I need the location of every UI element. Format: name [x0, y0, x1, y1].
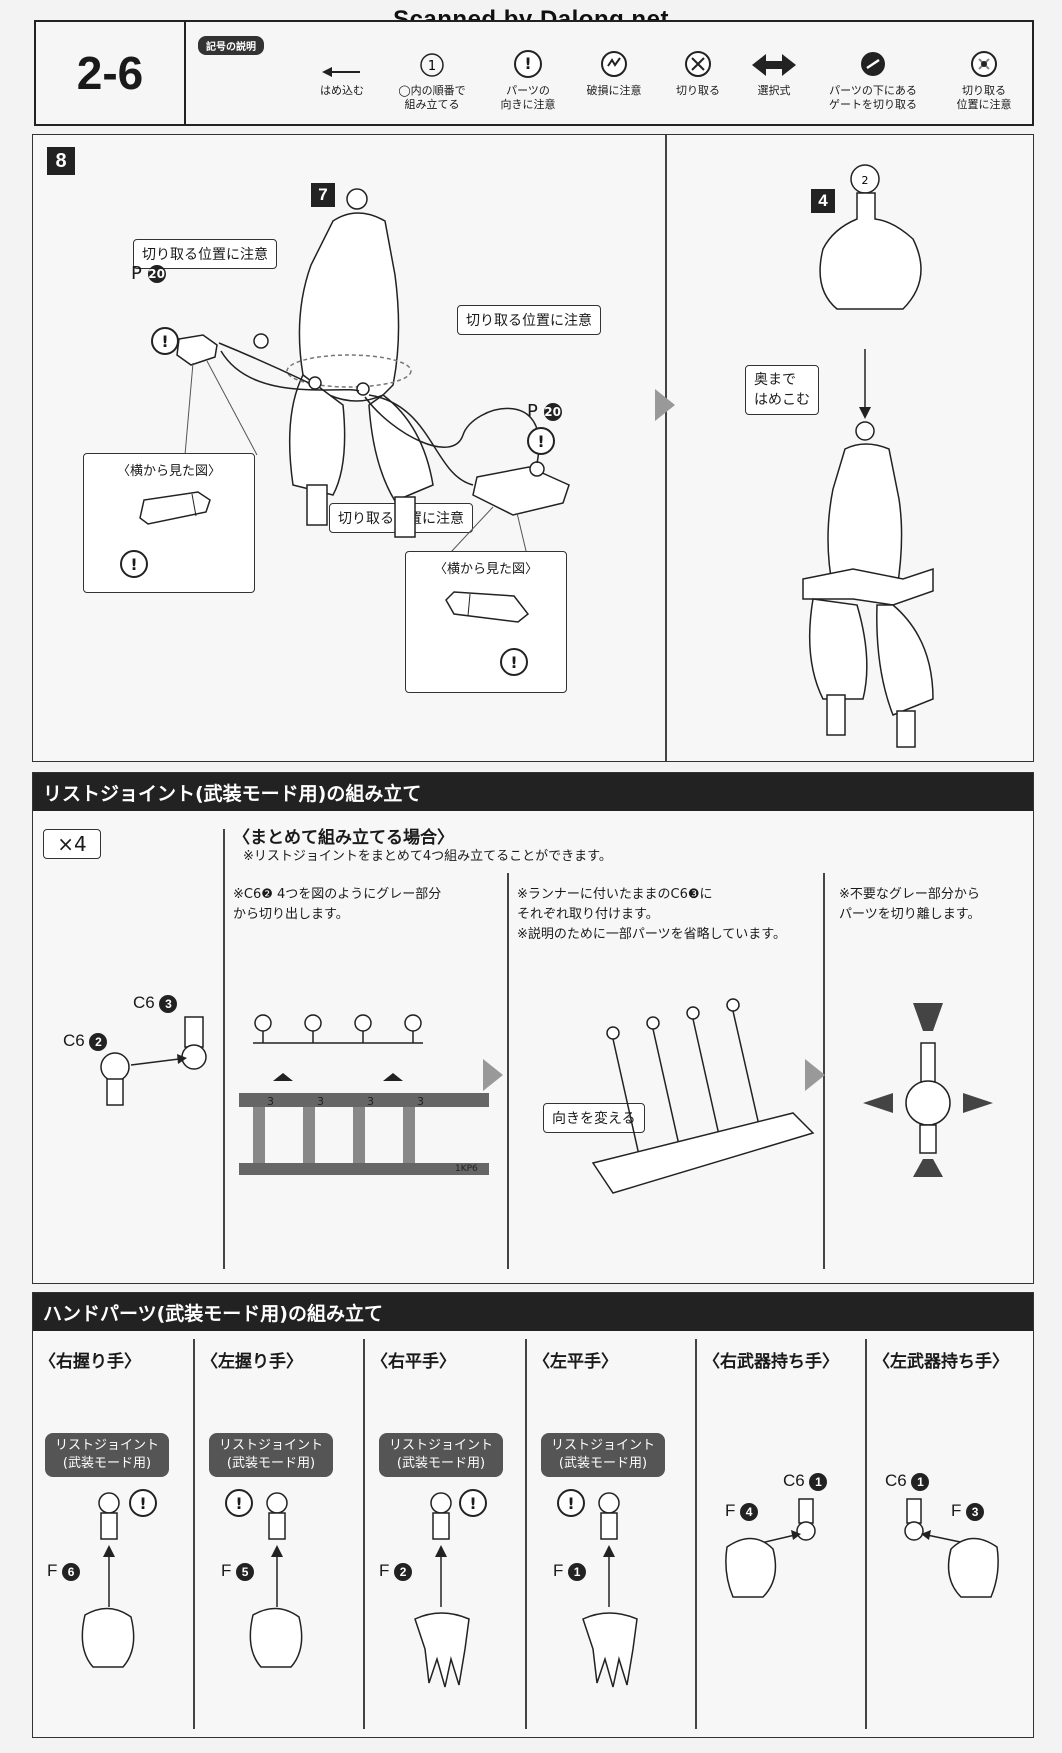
note-attach: ※ランナーに付いたままのC6❸に それぞれ取り付けます。 ※説明のために一部パー…	[517, 887, 786, 942]
side-view-part	[445, 591, 530, 623]
note-cut-out: ※C6❷ 4つを図のようにグレー部分 から切り出します。	[233, 887, 442, 922]
cut-icon	[685, 51, 711, 77]
hand-col-left-fist: 〈左握り手〉 リストジョイント (武装モード用) ! F 5	[195, 1339, 363, 1729]
runner-cut-illustration: 3 3 3 3 1KP6	[239, 1014, 489, 1175]
step-badge: 8	[47, 147, 75, 175]
hand-fist-illustration	[249, 1492, 303, 1668]
exclamation-icon: !	[500, 648, 528, 676]
svg-text:3: 3	[367, 1095, 374, 1108]
legend-title: 記号の説明	[198, 36, 264, 55]
sub-step-4: 4	[811, 189, 835, 213]
hand-section-title: ハンドパーツ(武装モード用)の組み立て	[33, 1293, 1033, 1331]
svg-text:2: 2	[862, 174, 869, 187]
legend-cut-position: 切り取る 位置に注意	[936, 48, 1032, 112]
legend-insert: はめ込む	[294, 48, 390, 98]
wrist-joint-parts-illustration	[100, 1016, 207, 1106]
wrist-joint-section: リストジョイント(武装モード用)の組み立て ×4 C6 3 C6 2 〈まとめて…	[32, 772, 1034, 1284]
broken-icon	[601, 51, 627, 77]
legend-order: 1 ◯内の順番で 組み立てる	[384, 48, 480, 112]
exclamation-icon: !	[129, 1489, 157, 1517]
note-separate: ※不要なグレー部分から パーツを切り離します。	[839, 887, 981, 922]
wrist-section-title: リストジョイント(武装モード用)の組み立て	[33, 773, 1033, 811]
hand-col-left-weapon: 〈左武器持ち手〉 C6 1 F 3	[867, 1339, 1033, 1729]
next-arrow	[655, 389, 675, 421]
svg-text:1: 1	[428, 59, 436, 74]
side-view-part	[139, 491, 211, 525]
part-label-c6-3: C6 3	[133, 993, 178, 1013]
legend-breakage: 破損に注意	[566, 48, 662, 98]
multiplier-badge: ×4	[43, 829, 101, 859]
double-arrow-icon	[752, 54, 796, 76]
hand-open-illustration	[582, 1492, 638, 1688]
batch-title: 〈まとめて組み立てる場合〉	[233, 828, 454, 848]
legend-gate-cut: パーツの下にある ゲートを切り取る	[814, 48, 932, 112]
next-arrow	[483, 1059, 503, 1091]
exclamation-icon: !	[120, 550, 148, 578]
step-8-panel: 8 7 切り取る位置に注意 切り取る位置に注意 切り取る位置に注意 P 20 P…	[32, 134, 1034, 762]
step-8-assembly-illustration	[176, 188, 570, 598]
batch-note: ※リストジョイントをまとめて4つ組み立てることができます。	[243, 849, 612, 864]
exclamation-icon: !	[557, 1489, 585, 1517]
side-view-box-2: 〈横から見た図〉 !	[405, 551, 567, 693]
legend-select: 選択式	[726, 48, 822, 98]
runner-attach-illustration	[591, 998, 815, 1194]
exclamation-icon: !	[459, 1489, 487, 1517]
legend-orientation: ! パーツの 向きに注意	[480, 48, 576, 112]
gate-cut-icon	[861, 52, 885, 76]
hand-col-right-fist: 〈右握り手〉 リストジョイント (武装モード用) ! F 6	[33, 1339, 193, 1729]
next-arrow	[805, 1059, 825, 1091]
hand-col-right-weapon: 〈右武器持ち手〉 C6 1 F 4	[697, 1339, 865, 1729]
turn-label: 向きを変える	[543, 1103, 645, 1133]
exclamation-icon: !	[225, 1489, 253, 1517]
step-number: 2-6	[36, 22, 186, 124]
step-8-result-illustration: 2	[802, 164, 934, 748]
svg-text:3: 3	[267, 1095, 274, 1108]
exclamation-icon: !	[514, 50, 542, 78]
cut-note-1: 切り取る位置に注意	[133, 239, 277, 269]
hand-weapon-grip-illustration	[725, 1498, 816, 1598]
legend-cut: 切り取る	[650, 48, 746, 98]
header: 2-6 記号の説明 はめ込む 1 ◯内の順番で 組み立てる ! パーツの 向きに…	[34, 20, 1034, 126]
hand-col-left-open: 〈左平手〉 リストジョイント (武装モード用) ! F 1	[527, 1339, 695, 1729]
separate-illustration	[863, 1003, 993, 1177]
exclamation-icon: !	[151, 327, 179, 355]
hand-weapon-grip-illustration	[904, 1498, 999, 1598]
sub-step-7: 7	[311, 183, 335, 207]
svg-text:3: 3	[317, 1095, 324, 1108]
part-label-left: P 20	[131, 263, 166, 284]
exclamation-icon: !	[527, 427, 555, 455]
push-in-note: 奥まで はめこむ	[745, 365, 819, 415]
cut-position-icon	[971, 51, 997, 77]
svg-text:3: 3	[417, 1095, 424, 1108]
part-label-right: P 20	[527, 401, 562, 422]
hand-col-right-open: 〈右平手〉 リストジョイント (武装モード用) ! F 2	[365, 1339, 525, 1729]
cut-note-2: 切り取る位置に注意	[457, 305, 601, 335]
side-view-box-1: 〈横から見た図〉 !	[83, 453, 255, 593]
hand-parts-section: ハンドパーツ(武装モード用)の組み立て 〈右握り手〉 リストジョイント (武装モ…	[32, 1292, 1034, 1738]
part-label-c6-2: C6 2	[63, 1031, 108, 1051]
svg-text:1KP6: 1KP6	[455, 1164, 478, 1174]
circled-number-icon: 1	[420, 53, 444, 77]
arrow-left-icon	[322, 67, 360, 77]
hand-fist-illustration	[81, 1492, 135, 1668]
hand-open-illustration	[414, 1492, 470, 1688]
